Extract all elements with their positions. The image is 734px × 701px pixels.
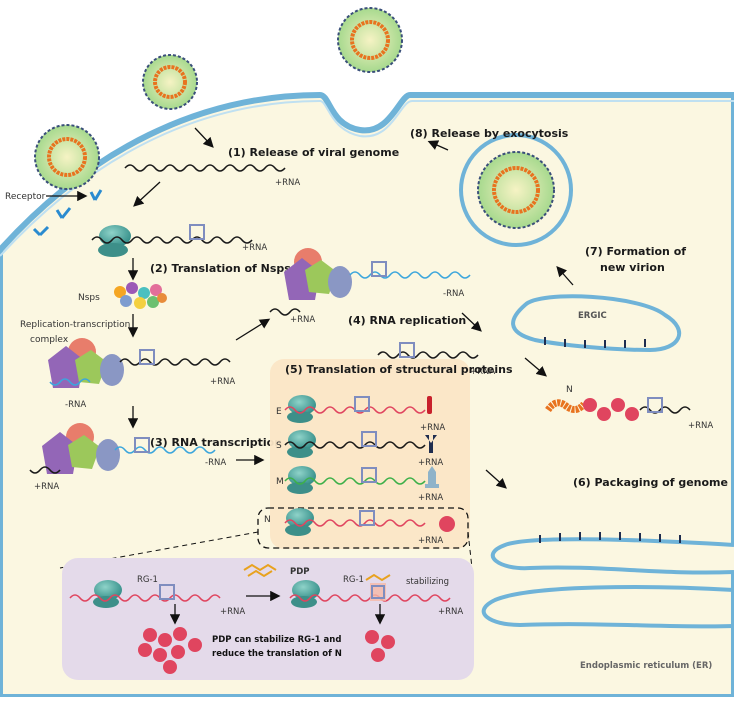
svg-text:-RNA: -RNA xyxy=(205,458,226,468)
pdp-note-1: PDP can stabilize RG-1 and xyxy=(212,635,341,645)
step7-label-1: (7) Formation of xyxy=(585,245,686,258)
translation-structural-box xyxy=(270,359,470,549)
virion-outside-receptor xyxy=(34,124,100,190)
ergic-spikes xyxy=(544,337,646,348)
er-membrane xyxy=(490,537,734,575)
receptor-icon xyxy=(32,189,103,237)
svg-text:+RNA: +RNA xyxy=(290,315,315,325)
svg-text:N: N xyxy=(264,515,271,525)
n-label: N xyxy=(566,385,573,395)
svg-text:-RNA: -RNA xyxy=(65,400,86,410)
svg-text:+RNA: +RNA xyxy=(242,243,267,253)
nucleocapsid-icon xyxy=(545,397,691,421)
step5-label: (5) Translation of structural proteins xyxy=(285,363,513,376)
nsps-label: Nsps xyxy=(78,293,100,303)
rg1-label-right: RG-1 xyxy=(343,575,364,585)
inset-right: RG-1 stabilizing +RNA xyxy=(289,573,463,662)
svg-text:+RNA: +RNA xyxy=(220,607,245,617)
rtc-complex-replication-icon xyxy=(284,248,352,300)
svg-text:S: S xyxy=(276,441,282,451)
pdp-label: PDP xyxy=(290,567,310,577)
svg-text:M: M xyxy=(276,477,284,487)
svg-text:+RNA: +RNA xyxy=(275,178,300,188)
pdp-note-2: reduce the translation of N xyxy=(212,649,342,659)
svg-text:+RNA: +RNA xyxy=(420,423,445,433)
svg-text:+RNA: +RNA xyxy=(688,421,713,431)
svg-text:-RNA: -RNA xyxy=(443,289,464,299)
step7-label-2: new virion xyxy=(600,261,665,274)
er-spikes xyxy=(539,532,681,543)
stabilizing-label: stabilizing xyxy=(406,577,449,587)
row-e: E +RNA xyxy=(276,395,445,433)
virion-vesicle xyxy=(477,151,555,229)
rg1-label-left: RG-1 xyxy=(137,575,158,585)
virion-outside-2 xyxy=(142,54,198,110)
inset-left: RG-1 +RNA xyxy=(69,575,245,674)
svg-text:+RNA: +RNA xyxy=(470,367,495,377)
row-n-dashed xyxy=(257,507,469,549)
virion-outside-top xyxy=(337,7,403,73)
ergic-label: ERGIC xyxy=(578,311,607,321)
step8-label: (8) Release by exocytosis xyxy=(410,127,569,140)
svg-text:+RNA: +RNA xyxy=(418,458,443,468)
nsps-cluster xyxy=(114,282,167,309)
rtc-complex-icon xyxy=(48,338,124,388)
svg-text:+RNA: +RNA xyxy=(210,377,235,387)
row-m: M +RNA xyxy=(276,466,443,503)
svg-text:+RNA: +RNA xyxy=(34,482,59,492)
rtc-complex-transcription-icon xyxy=(42,423,120,474)
pdp-icon xyxy=(243,563,277,578)
row-s: S +RNA xyxy=(276,430,443,468)
viral-genome-rna xyxy=(124,164,286,172)
step1-label: (1) Release of viral genome xyxy=(228,146,399,159)
step2-label: (2) Translation of Nsps xyxy=(150,262,291,275)
svg-text:+RNA: +RNA xyxy=(418,536,443,546)
er-label: Endoplasmic reticulum (ER) xyxy=(580,661,712,671)
svg-text:+RNA: +RNA xyxy=(418,493,443,503)
step3-label: (3) RNA transcription xyxy=(150,436,282,449)
ergic-membrane xyxy=(511,294,682,353)
receptor-label: Receptor xyxy=(5,192,46,202)
svg-text:+RNA: +RNA xyxy=(438,607,463,617)
svg-text:E: E xyxy=(276,407,282,417)
rtc-label-1: Replication-transcription xyxy=(20,320,130,330)
step6-label: (6) Packaging of genome xyxy=(573,476,728,489)
row-n: N +RNA xyxy=(264,508,455,546)
rtc-label-2: complex xyxy=(30,335,69,345)
step4-label: (4) RNA replication xyxy=(348,314,466,327)
